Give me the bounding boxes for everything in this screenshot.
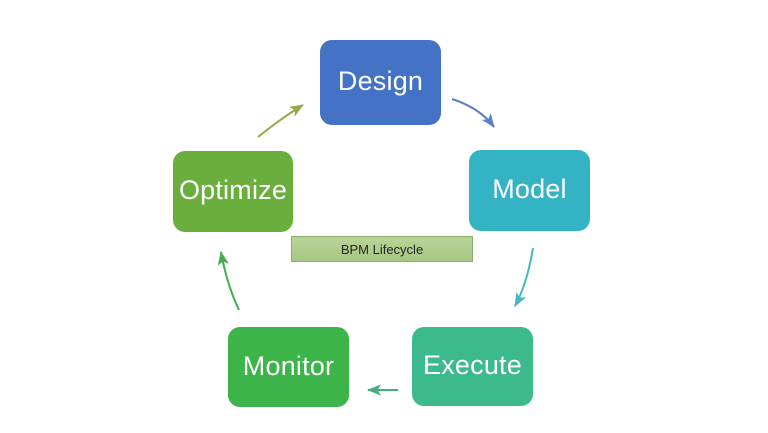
node-model-label: Model bbox=[492, 174, 567, 204]
arrow-optimize-to-design bbox=[257, 104, 304, 138]
node-optimize-label: Optimize bbox=[178, 175, 288, 205]
node-monitor[interactable]: Monitor bbox=[228, 327, 349, 407]
node-optimize[interactable]: Optimize bbox=[173, 151, 293, 232]
arrow-model-to-execute bbox=[514, 247, 534, 307]
node-execute[interactable]: Execute bbox=[412, 327, 533, 406]
center-title-box: BPM Lifecycle bbox=[291, 236, 473, 262]
arrow-monitor-to-optimize bbox=[217, 251, 240, 311]
node-execute-label: Execute bbox=[423, 350, 522, 380]
node-monitor-label: Monitor bbox=[242, 350, 335, 381]
node-design-label: Design bbox=[337, 66, 424, 96]
node-model[interactable]: Model bbox=[469, 150, 590, 231]
arrow-design-to-model bbox=[451, 98, 495, 128]
center-title-text: BPM Lifecycle bbox=[340, 241, 424, 257]
node-design[interactable]: Design bbox=[320, 40, 441, 125]
